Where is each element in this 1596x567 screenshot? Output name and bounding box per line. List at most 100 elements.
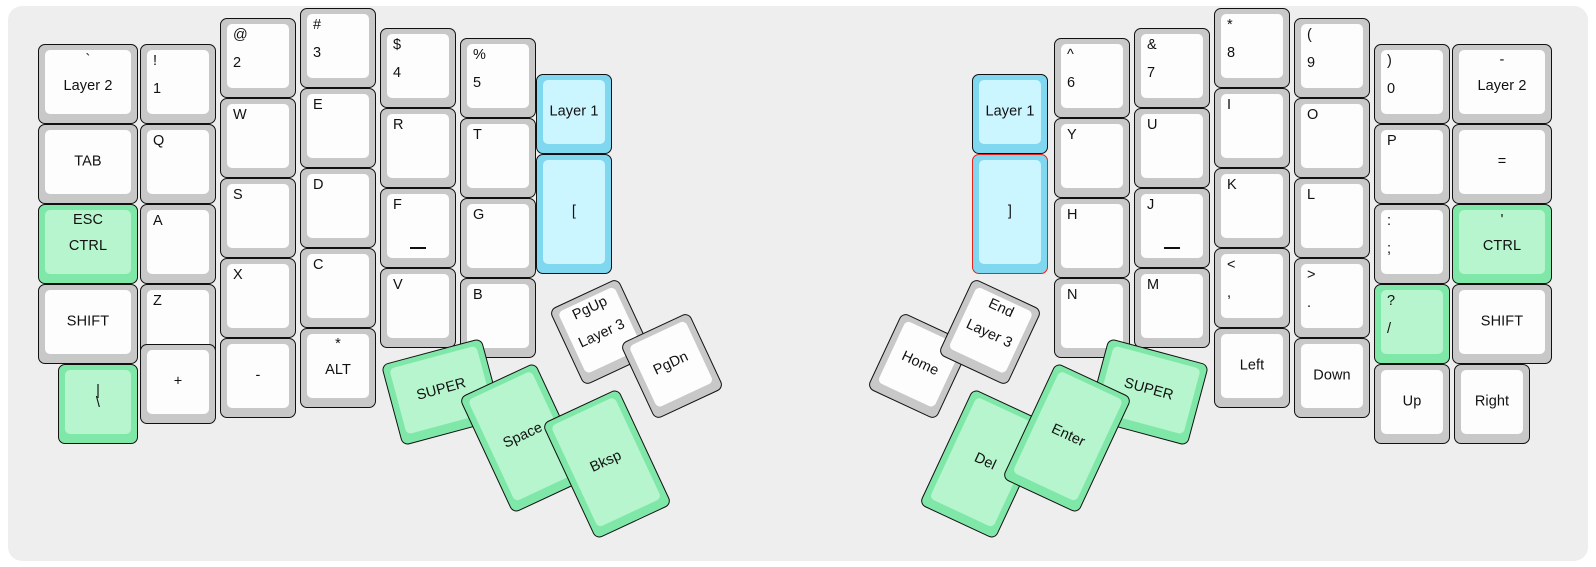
key-semicolon-colon[interactable]: :; [1374,204,1450,284]
key-layer1-right[interactable]: Layer 1 [972,74,1048,154]
key-legend-base: W [233,107,247,123]
keycap-surface: *ALT [307,334,369,398]
key-legend-shifted: % [473,47,486,63]
key-x[interactable]: X [220,258,296,338]
key-6-caret[interactable]: ^6 [1054,38,1130,118]
key-legend-base: P [1387,133,1397,149]
key-0-paren-close[interactable]: )0 [1374,44,1450,124]
keycap-surface: C [307,254,369,318]
key-bracket-right[interactable]: ] [972,154,1048,274]
key-comma-lt[interactable]: <, [1214,248,1290,328]
key-j[interactable]: J [1134,188,1210,268]
key-3-hash[interactable]: #3 [300,8,376,88]
keycap-surface: [ [543,160,605,264]
key-f[interactable]: F [380,188,456,268]
key-legend-base: = [1497,153,1507,170]
key-w[interactable]: W [220,98,296,178]
key-arrow-down[interactable]: Down [1294,338,1370,418]
key-2-at[interactable]: @2 [220,18,296,98]
key-tab[interactable]: TAB [38,124,138,204]
key-s[interactable]: S [220,178,296,258]
key-1-exclaim[interactable]: !1 [140,44,216,124]
key-legend-base: F [393,197,402,213]
key-slash-question[interactable]: ?/ [1374,284,1450,364]
key-7-ampersand[interactable]: &7 [1134,28,1210,108]
keycap-surface: B [467,284,529,348]
key-o[interactable]: O [1294,98,1370,178]
keycap-surface: G [467,204,529,268]
key-shift-right[interactable]: SHIFT [1452,284,1552,364]
key-p[interactable]: P [1374,124,1450,204]
key-shift-left[interactable]: SHIFT [38,284,138,364]
key-bracket-left[interactable]: [ [536,154,612,274]
key-legend-base: CTRL [68,238,108,255]
key-4-dollar[interactable]: $4 [380,28,456,108]
key-h[interactable]: H [1054,198,1130,278]
keycap-surface: P [1381,130,1443,194]
keycap-surface: Right [1461,370,1523,434]
key-arrow-right[interactable]: Right [1454,364,1530,444]
key-legend-base: Up [1402,393,1422,410]
keycap-surface: ?/ [1381,290,1443,354]
key-5-percent[interactable]: %5 [460,38,536,118]
key-arrow-up[interactable]: Up [1374,364,1450,444]
key-legend-base: 1 [153,81,162,97]
key-c[interactable]: C [300,248,376,328]
key-m[interactable]: M [1134,268,1210,348]
key-8-asterisk[interactable]: *8 [1214,8,1290,88]
key-v[interactable]: V [380,268,456,348]
key-legend-shifted: $ [393,37,402,53]
key-legend-base: SHIFT [66,313,110,330]
key-period-gt[interactable]: >. [1294,258,1370,338]
keycap-surface: @2 [227,24,289,88]
key-y[interactable]: Y [1054,118,1130,198]
key-a[interactable]: A [140,204,216,284]
key-minus[interactable]: - [220,338,296,418]
key-legend-base: Left [1239,357,1265,374]
keycap-surface: SHIFT [45,290,131,354]
keycap-surface: X [227,264,289,328]
key-n[interactable]: N [1054,278,1130,358]
key-k[interactable]: K [1214,168,1290,248]
key-i[interactable]: I [1214,88,1290,168]
key-equal[interactable]: = [1452,124,1552,204]
key-legend-shifted: * [335,336,341,352]
keycap-surface: %5 [467,44,529,108]
keycap-surface: )0 [1381,50,1443,114]
key-alt-asterisk[interactable]: *ALT [300,328,376,408]
key-legend-shifted: ` [85,52,91,68]
keycap-surface: N [1061,284,1123,348]
key-ctrl-quote[interactable]: 'CTRL [1452,204,1552,284]
keycap-surface: :; [1381,210,1443,274]
key-t[interactable]: T [460,118,536,198]
key-u[interactable]: U [1134,108,1210,188]
key-legend-base: R [393,117,404,133]
key-legend-base: 5 [473,75,482,91]
key-r[interactable]: R [380,108,456,188]
key-legend-base: I [1227,97,1232,113]
key-g[interactable]: G [460,198,536,278]
key-9-paren-open[interactable]: (9 [1294,18,1370,98]
key-q[interactable]: Q [140,124,216,204]
key-plus[interactable]: + [140,344,216,424]
key-layer1-left[interactable]: Layer 1 [536,74,612,154]
key-layer2-grave[interactable]: `Layer 2 [38,44,138,124]
key-d[interactable]: D [300,168,376,248]
key-pipe-backslash[interactable]: |\ [58,364,138,444]
key-legend-base: 4 [393,65,402,81]
homing-bar-icon [1164,247,1180,249]
key-legend-shifted: ^ [1067,47,1074,63]
key-l[interactable]: L [1294,178,1370,258]
key-legend-base: SHIFT [1480,313,1524,330]
key-layer2-minus[interactable]: -Layer 2 [1452,44,1552,124]
key-b[interactable]: B [460,278,536,358]
key-legend-base: \ [95,394,101,411]
key-legend-base: . [1307,295,1312,311]
key-arrow-left[interactable]: Left [1214,328,1290,408]
key-legend-base: Z [153,293,162,309]
keycap-surface: I [1221,94,1283,158]
key-e[interactable]: E [300,88,376,168]
keycap-surface: = [1459,130,1545,194]
